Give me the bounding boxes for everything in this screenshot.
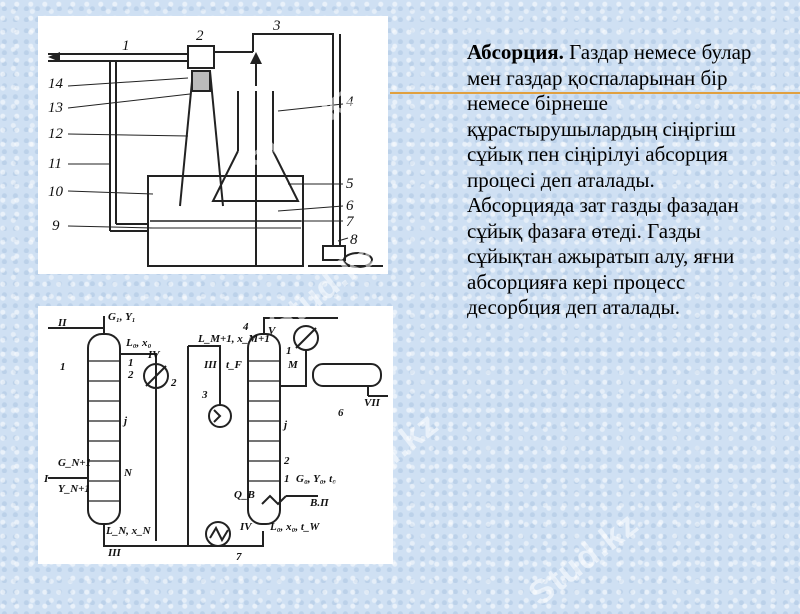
label-5: 5 — [346, 176, 354, 192]
label-1b: 1 — [128, 357, 134, 369]
stream-I: I — [43, 473, 49, 485]
label-2: 2 — [170, 377, 177, 389]
label-1d: 1 — [284, 473, 290, 485]
stream-III: III — [107, 547, 122, 559]
label-yn1: Y_N+1 — [58, 483, 90, 495]
label-tf: t_F — [226, 359, 243, 371]
stream-IV: IV — [147, 349, 161, 361]
label-g0: G₀, Y₀, t₀ — [296, 473, 336, 485]
label-10: 10 — [48, 184, 64, 200]
label-3: 3 — [201, 389, 208, 401]
apparatus-drawing: 1 2 3 4 5 6 7 8 9 10 11 12 13 14 — [48, 18, 383, 268]
label-lnxn: L_N, x_N — [105, 525, 152, 537]
stream-VII: VII — [364, 397, 381, 409]
stream-IV-b: IV — [239, 521, 253, 533]
label-4: 4 — [242, 321, 249, 333]
label-j: j — [122, 415, 128, 427]
absorption-apparatus-figure: 1 2 3 4 5 6 7 8 9 10 11 12 13 14 — [38, 16, 388, 274]
label-gn1: G_N+1 — [58, 457, 91, 469]
label-1: 1 — [122, 38, 130, 54]
label-7: 7 — [236, 551, 242, 563]
term-absorption: Абсорция. — [467, 40, 564, 64]
label-8: 8 — [350, 232, 358, 248]
label-g1y1: G₁, Y₁ — [108, 311, 136, 323]
label-12: 12 — [48, 126, 64, 142]
label-2: 2 — [196, 28, 204, 44]
label-n: N — [123, 467, 133, 479]
label-lw: L₀, x₀, t_W — [269, 521, 320, 533]
label-2c: 2 — [283, 455, 290, 467]
label-14: 14 — [48, 76, 64, 92]
stream-V: V — [268, 325, 277, 337]
absorption-paragraph: Абсорция. Газдар немесе булар мен газдар… — [467, 40, 767, 321]
label-vp: В.П — [309, 497, 329, 509]
label-6: 6 — [338, 407, 344, 419]
label-6: 6 — [346, 198, 354, 214]
label-7: 7 — [346, 214, 355, 230]
label-2b: 2 — [127, 369, 134, 381]
label-j2: j — [282, 419, 288, 431]
label-1: 1 — [60, 361, 66, 373]
label-11: 11 — [48, 156, 62, 172]
stream-II: II — [57, 317, 67, 329]
definition-text: Газдар немесе булар мен газдар қоспалары… — [467, 40, 752, 319]
label-lx0: L₀, x₀ — [125, 337, 152, 349]
label-9: 9 — [52, 218, 60, 234]
label-13: 13 — [48, 100, 63, 116]
label-4: 4 — [346, 94, 354, 110]
label-lm1: L_M+1, x_M+1 — [197, 333, 270, 345]
label-3: 3 — [272, 18, 281, 34]
label-q: Q_В — [234, 489, 255, 501]
scheme-drawing: II G₁, Y₁ 1 L₀, x₀ 1 2 IV 2 j G_N+1 I Y_… — [43, 311, 388, 563]
label-m: M — [287, 359, 299, 371]
label-1c: 1 — [286, 345, 292, 357]
absorption-desorption-scheme: II G₁, Y₁ 1 L₀, x₀ 1 2 IV 2 j G_N+1 I Y_… — [38, 306, 393, 564]
stream-III-b: III — [203, 359, 218, 371]
accent-rule — [390, 92, 800, 94]
watermark-4: Stud.kz — [521, 504, 646, 614]
